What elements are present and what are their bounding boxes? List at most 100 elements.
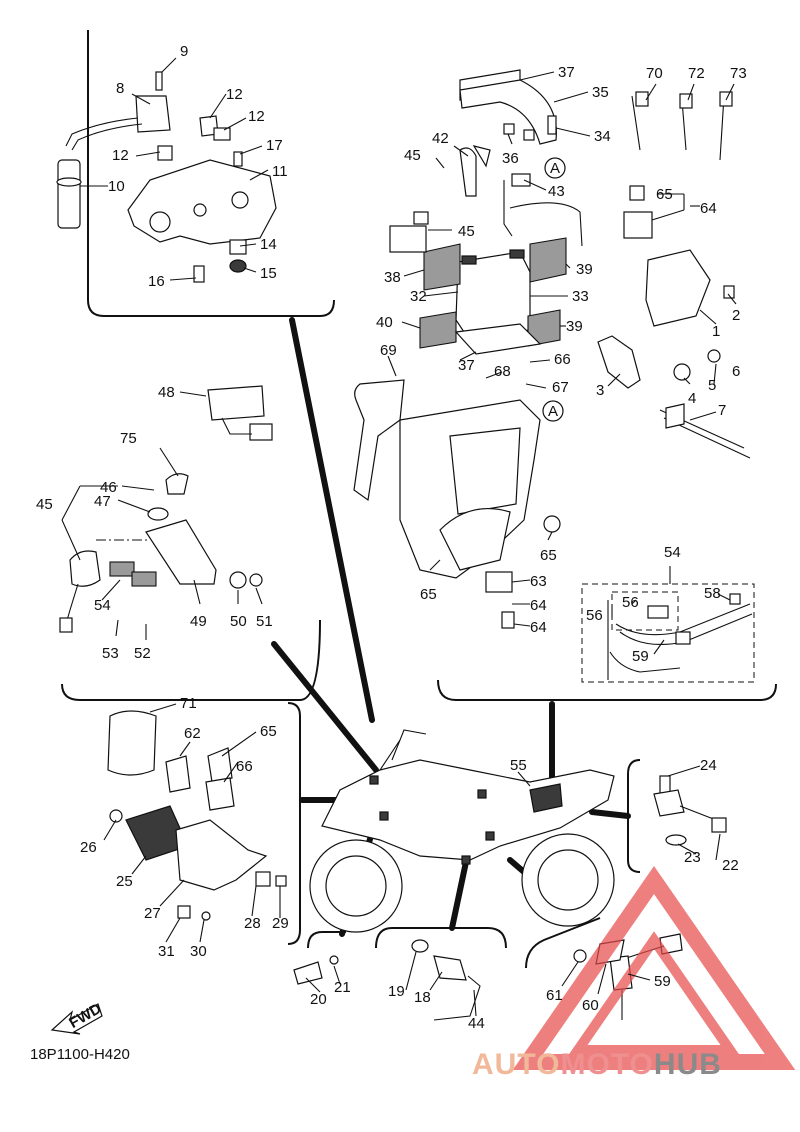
- callout-33: 33: [572, 288, 589, 305]
- callout-77: 71: [180, 695, 197, 712]
- callout-13: 12: [226, 86, 243, 103]
- callout-8: 8: [116, 80, 124, 97]
- callout-25: 25: [116, 873, 133, 890]
- diagram-code: 18P1100-H420: [30, 1046, 130, 1063]
- fwd-arrow-icon: FWD: [50, 1000, 105, 1035]
- callout-39b: 39: [566, 318, 583, 335]
- callout-70: 65: [420, 586, 437, 603]
- callout-11: 11: [272, 163, 288, 180]
- callout-57: 56: [586, 607, 603, 624]
- callout-43: 44: [468, 1015, 485, 1032]
- callout-75: 69: [380, 342, 397, 359]
- callout-10: 10: [108, 178, 125, 195]
- callout-16: 16: [148, 273, 165, 290]
- callout-21: 21: [334, 979, 351, 996]
- callout-1: 1: [712, 323, 720, 340]
- callout-49: 48: [158, 384, 175, 401]
- callout-71: 65: [540, 547, 557, 564]
- callout-6: 6: [732, 363, 740, 380]
- callout-31: 31: [158, 943, 175, 960]
- callout-56a: 54: [664, 544, 681, 561]
- callout-3: 3: [596, 382, 604, 399]
- callout-46: 45: [36, 496, 53, 513]
- callout-50: 49: [190, 613, 207, 630]
- battery-tray: [353, 379, 561, 629]
- callout-78: 72: [688, 65, 705, 82]
- callout-41: 42: [432, 130, 449, 147]
- callout-74: 68: [494, 363, 511, 380]
- callout-5: 5: [708, 377, 716, 394]
- callout-44: 45: [458, 223, 475, 240]
- leader-top-left: [289, 317, 375, 723]
- callout-19: 19: [388, 983, 405, 1000]
- callout-56b: 55: [510, 757, 527, 774]
- watermark-text: AUTOMOTOHUB: [472, 1048, 722, 1082]
- callout-17: 17: [266, 137, 283, 154]
- callout-73: 67: [552, 379, 569, 396]
- callout-labels: 9 8 12 12 17 12 11 10 14 15 16 37 35 34 …: [36, 43, 747, 1032]
- callout-38: 37: [458, 357, 475, 374]
- callout-28: 28: [244, 915, 261, 932]
- relay-and-clips: [597, 91, 751, 459]
- coil-bracket-assembly: [56, 71, 277, 283]
- frame-bottom-left: [287, 702, 301, 945]
- callout-63: 61: [546, 987, 563, 1004]
- ref-marker-top: A: [544, 157, 566, 179]
- callout-52: 51: [256, 613, 273, 630]
- callout-14: 14: [260, 236, 277, 253]
- leader-mid-left: [271, 641, 379, 773]
- callout-29: 29: [272, 915, 289, 932]
- callout-leaders: [61, 57, 737, 1017]
- callout-79: 73: [730, 65, 747, 82]
- callout-40b: 40: [376, 314, 393, 331]
- callout-45: 45: [404, 147, 421, 164]
- callout-27: 27: [144, 905, 161, 922]
- sensor-bracket: [653, 775, 727, 846]
- callout-65a: 65: [656, 186, 673, 203]
- callout-76: 70: [646, 65, 663, 82]
- callout-68: 64: [530, 619, 547, 636]
- callout-35: 35: [592, 84, 609, 101]
- callout-64a: 64: [700, 200, 717, 217]
- watermark-part-auto: AUTO: [472, 1048, 561, 1081]
- callout-55: 54: [94, 597, 111, 614]
- callout-58: 56: [622, 594, 639, 611]
- battery-assembly: [389, 69, 583, 355]
- callout-47: 46: [100, 479, 117, 496]
- atv-silhouette: [309, 729, 615, 933]
- callout-59: 58: [704, 585, 721, 602]
- callout-23: 23: [684, 849, 701, 866]
- callout-36: 36: [502, 150, 519, 167]
- callout-15: 15: [260, 265, 277, 282]
- ref-marker-tray-label: A: [548, 403, 558, 420]
- callout-61: 59: [654, 973, 671, 990]
- callout-2: 2: [732, 307, 740, 324]
- callout-30: 30: [190, 943, 207, 960]
- callout-53: 52: [134, 645, 151, 662]
- frame-bottom-mid: [307, 917, 601, 969]
- callout-24: 24: [700, 757, 717, 774]
- callout-66: 62: [184, 725, 201, 742]
- callout-12a: 12: [248, 108, 265, 125]
- switch-assembly: [59, 385, 273, 633]
- callout-65b: 66: [236, 758, 253, 775]
- callout-48: 47: [94, 493, 111, 510]
- callout-60: 59: [632, 648, 649, 665]
- callout-26: 26: [80, 839, 97, 856]
- callout-72: 66: [554, 351, 571, 368]
- callout-4: 4: [688, 390, 696, 407]
- watermark-logo: [512, 865, 796, 1070]
- leader-bottom-mid: [449, 859, 469, 931]
- callout-69: 64: [530, 597, 547, 614]
- callout-64b: 65: [260, 723, 277, 740]
- callout-34: 34: [594, 128, 611, 145]
- callout-9: 9: [180, 43, 188, 60]
- callout-12b: 12: [112, 147, 129, 164]
- frame-mid-left: [61, 619, 321, 701]
- callout-51: 50: [230, 613, 247, 630]
- frame-top-right: [437, 679, 777, 701]
- callout-20: 20: [310, 991, 327, 1008]
- callout-40a: 39: [576, 261, 593, 278]
- callout-62: 60: [582, 997, 599, 1014]
